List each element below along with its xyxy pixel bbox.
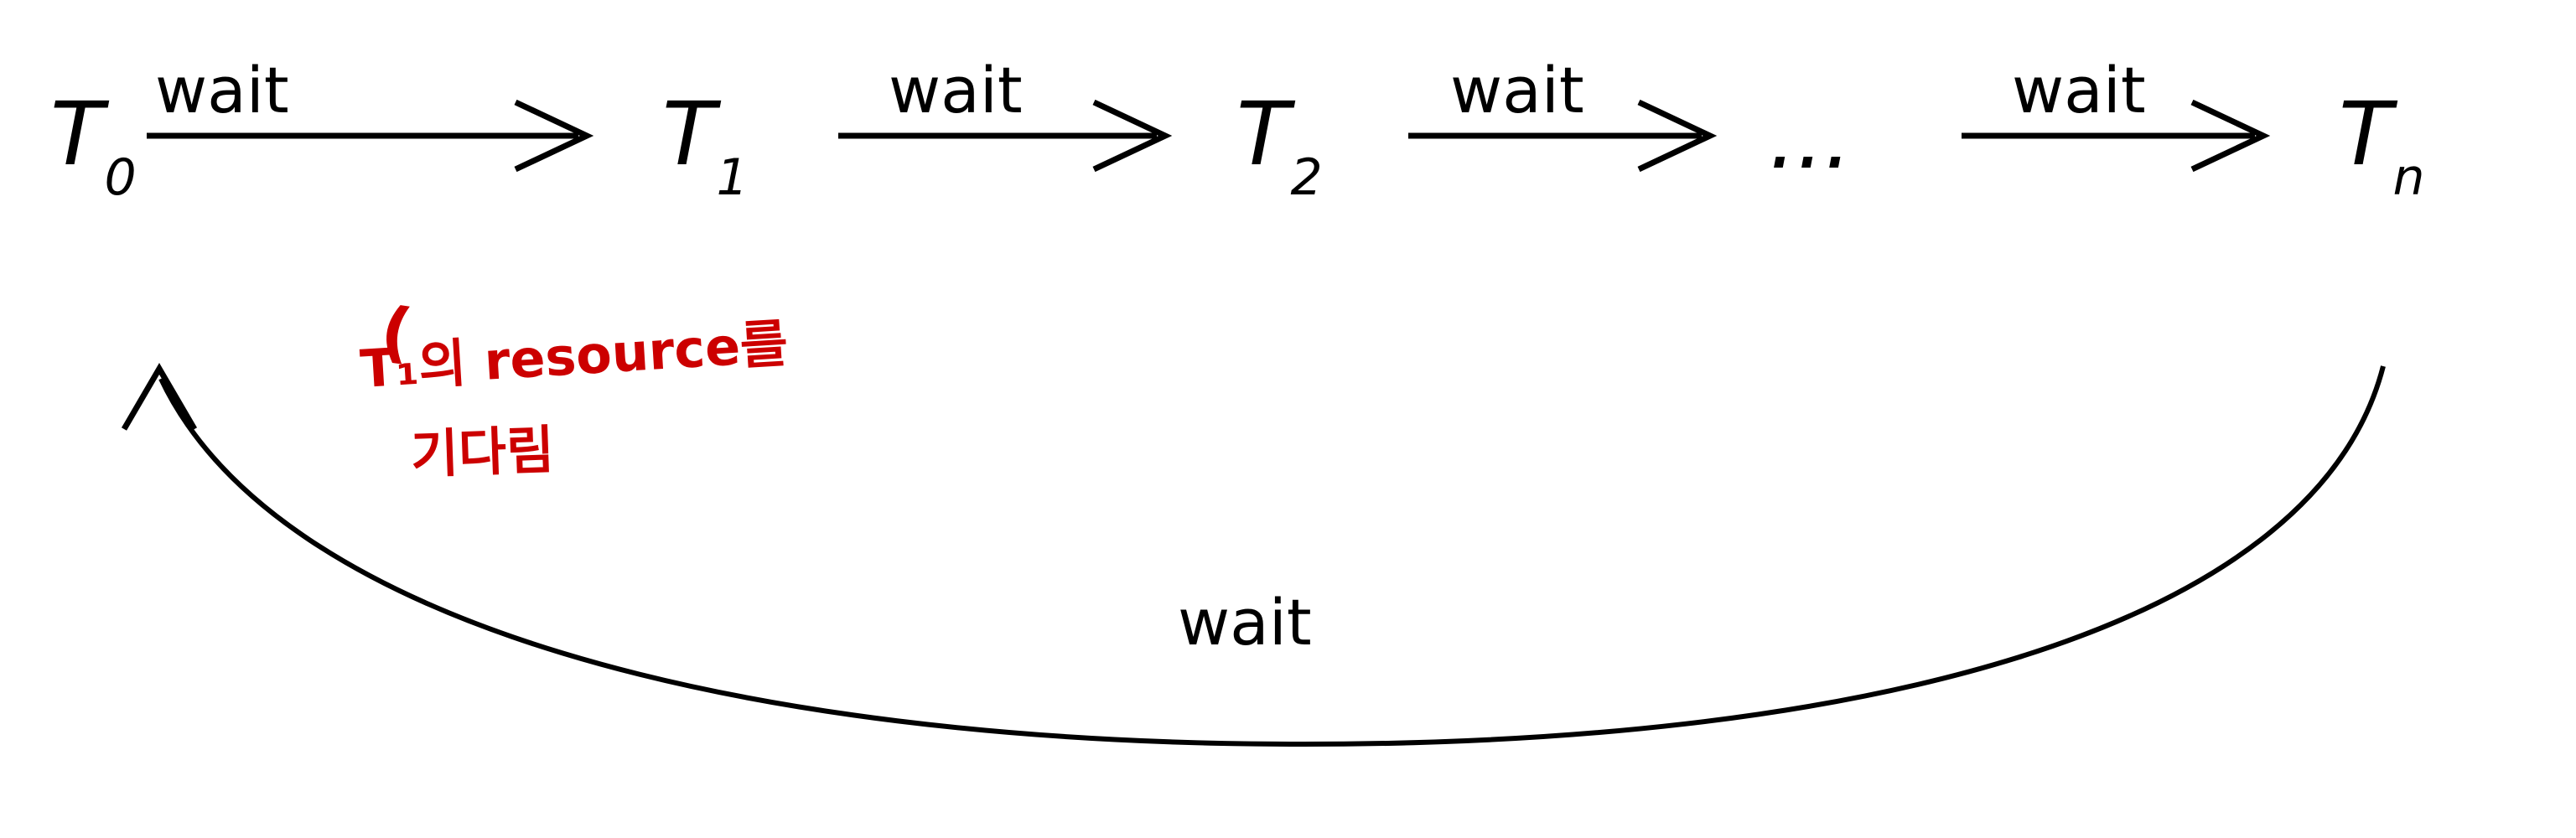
node-tn-base: T	[2339, 83, 2392, 185]
node-t0-base: T	[50, 83, 104, 185]
node-t1-subscript: 1	[716, 147, 749, 207]
edge-label-wait-return: wait	[1178, 585, 1312, 660]
node-t0-subscript: 0	[104, 147, 137, 207]
edge-label-wait-t1-t2: wait	[889, 53, 1023, 127]
edge-label-wait-t0-t1: wait	[155, 53, 289, 127]
node-t2: T2	[1236, 91, 1323, 203]
node-ellipsis: ...	[1769, 86, 1853, 189]
node-t1: T1	[662, 91, 749, 203]
annotation-line-2: 기다림	[409, 419, 556, 485]
edge-label-wait-t2-ellipsis: wait	[1450, 53, 1584, 127]
node-tn-subscript: n	[2392, 147, 2425, 207]
annotation-line-1: T₁의 resource를	[358, 312, 790, 400]
node-tn: Tn	[2339, 91, 2425, 203]
node-t2-subscript: 2	[1290, 147, 1323, 207]
edge-label-wait-ellipsis-tn: wait	[2012, 53, 2146, 127]
node-t2-base: T	[1236, 83, 1290, 185]
node-t1-base: T	[662, 83, 716, 185]
node-t0: T0	[50, 91, 137, 203]
